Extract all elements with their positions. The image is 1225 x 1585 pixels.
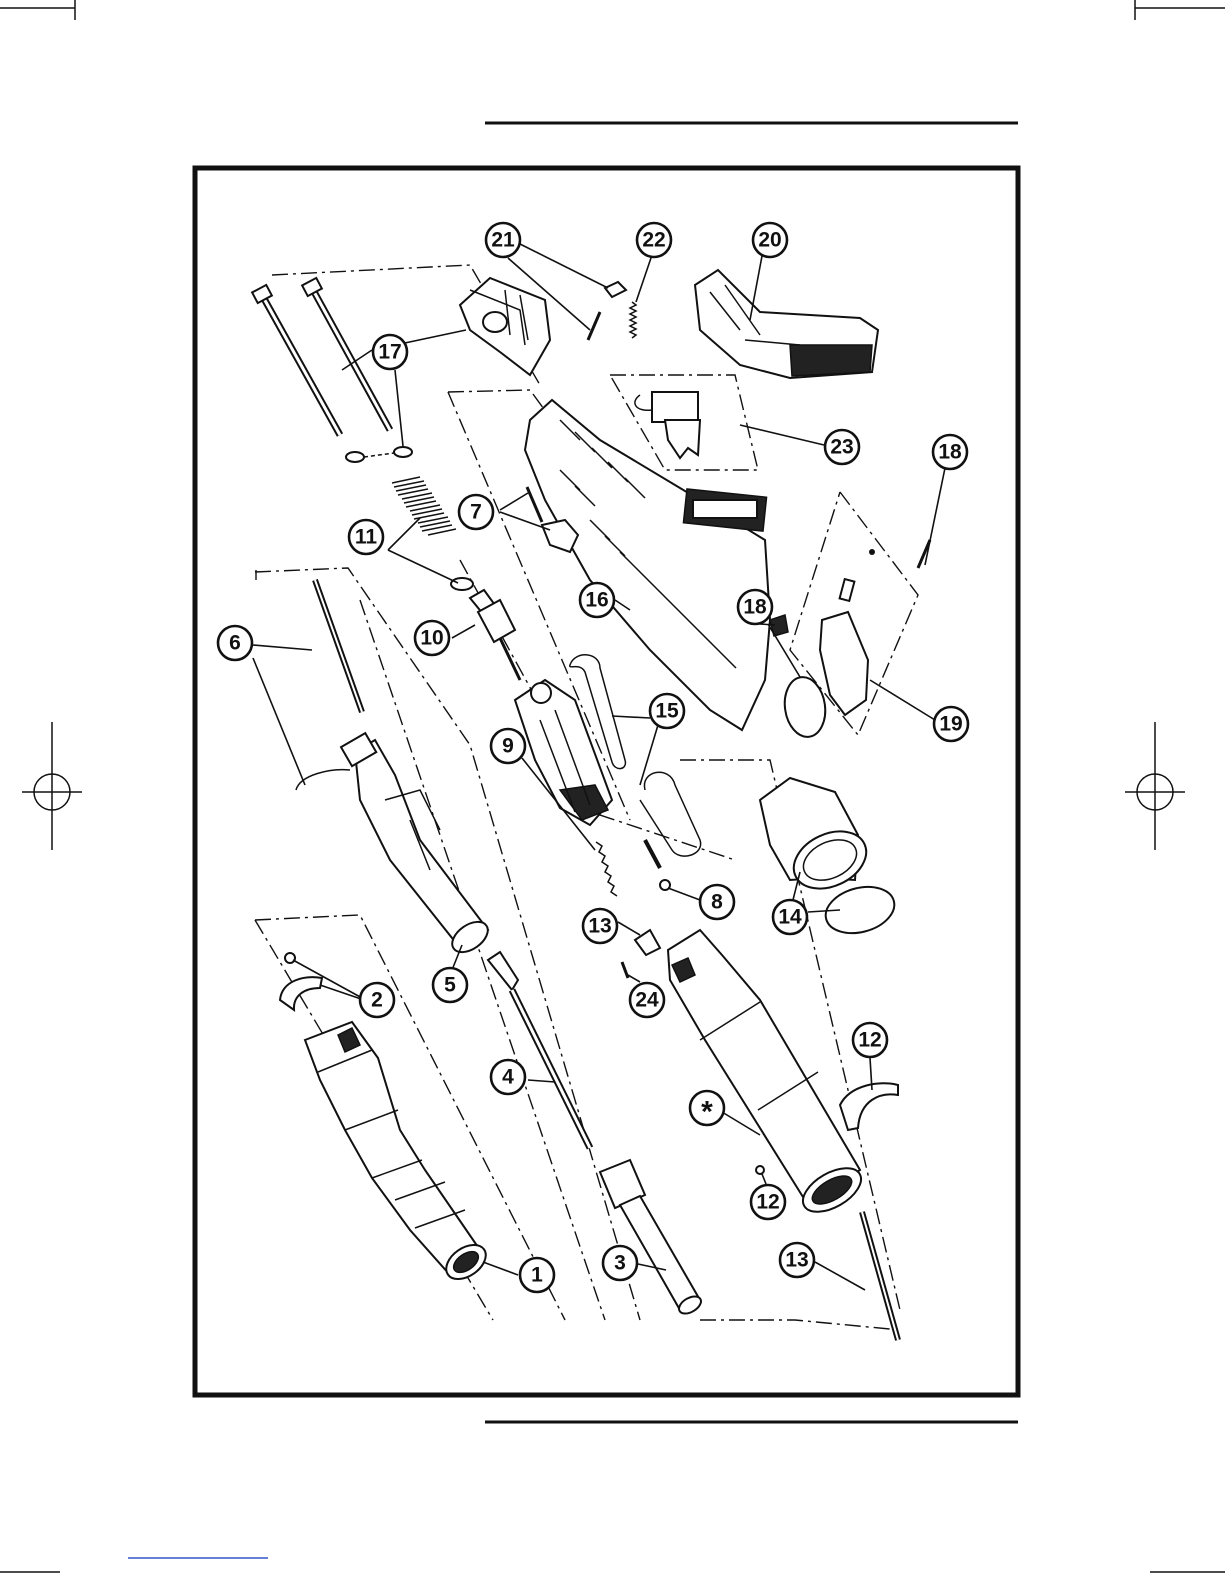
part-16-receiver bbox=[525, 400, 770, 730]
callout-14: 14 bbox=[773, 900, 807, 934]
part-9-spring bbox=[596, 842, 617, 896]
callout-2: 2 bbox=[360, 983, 394, 1017]
callout-10-label: 10 bbox=[420, 627, 443, 650]
callout-3-label: 3 bbox=[614, 1252, 626, 1275]
callout-21-label: 21 bbox=[491, 229, 515, 252]
callout-6-label: 6 bbox=[229, 632, 241, 655]
callout-11-label: 11 bbox=[355, 526, 378, 549]
callout-12-top-label: 12 bbox=[858, 1029, 881, 1052]
part-18-pin bbox=[918, 540, 930, 568]
callout-11: 11 bbox=[349, 520, 383, 554]
callout-5: 5 bbox=[433, 968, 467, 1002]
callout-18-top-label: 18 bbox=[938, 441, 962, 464]
callout-12-top: 12 bbox=[853, 1023, 887, 1057]
callout-8: 8 bbox=[700, 885, 734, 919]
callout-3: 3 bbox=[603, 1246, 637, 1280]
callout-2-label: 2 bbox=[371, 989, 383, 1012]
callout-12-bottom-label: 12 bbox=[756, 1191, 779, 1214]
part-10-firing-pin bbox=[470, 590, 520, 680]
callout-4-label: 4 bbox=[502, 1066, 514, 1089]
part-11-spring bbox=[392, 477, 456, 535]
part-1-barrel-body bbox=[305, 1022, 492, 1286]
part-9-bolt-head bbox=[515, 680, 612, 825]
callout-10: 10 bbox=[415, 621, 449, 655]
callout-6: 6 bbox=[218, 626, 252, 660]
part-21 bbox=[588, 282, 626, 340]
callout-19-label: 19 bbox=[939, 713, 962, 736]
callout-8-label: 8 bbox=[711, 891, 723, 914]
callout-23: 23 bbox=[825, 430, 859, 464]
callout-18-mid: 18 bbox=[738, 590, 772, 624]
callout-16-label: 16 bbox=[585, 589, 608, 612]
part-23-trigger bbox=[635, 392, 700, 458]
part-11-ring bbox=[451, 578, 473, 590]
registration-mark-left bbox=[22, 722, 82, 850]
part-8 bbox=[645, 840, 670, 890]
part-12-ball bbox=[756, 1166, 764, 1174]
callout-1-label: 1 bbox=[531, 1264, 543, 1287]
callout-9: 9 bbox=[491, 729, 525, 763]
callout-13-small: 13 bbox=[583, 909, 617, 943]
callout-star: * bbox=[690, 1091, 724, 1129]
callout-4: 4 bbox=[491, 1060, 525, 1094]
callout-17-label: 17 bbox=[378, 341, 401, 364]
callout-22: 22 bbox=[637, 223, 671, 257]
callout-21: 21 bbox=[486, 223, 520, 257]
part-4-rod bbox=[488, 952, 590, 1148]
part-22-spring bbox=[630, 302, 636, 338]
part-24 bbox=[622, 962, 628, 978]
callout-star-label: * bbox=[701, 1096, 713, 1129]
callout-17: 17 bbox=[373, 335, 407, 369]
callout-1: 1 bbox=[520, 1258, 554, 1292]
registration-mark-right bbox=[1125, 722, 1185, 850]
callout-19: 19 bbox=[934, 707, 968, 741]
part-2-clips bbox=[280, 953, 322, 1010]
callout-12-bottom: 12 bbox=[751, 1185, 785, 1219]
callout-23-label: 23 bbox=[830, 436, 853, 459]
callout-14-label: 14 bbox=[778, 906, 802, 929]
callout-7-label: 7 bbox=[470, 501, 482, 524]
callout-5-label: 5 bbox=[444, 974, 456, 997]
part-star-barrel bbox=[668, 930, 868, 1221]
callout-20: 20 bbox=[753, 223, 787, 257]
diagram-frame bbox=[195, 168, 1018, 1395]
part-17-housing bbox=[460, 278, 550, 375]
callout-18-mid-label: 18 bbox=[743, 596, 767, 619]
callout-9-label: 9 bbox=[502, 735, 514, 758]
callout-18-top: 18 bbox=[933, 435, 967, 469]
callout-7: 7 bbox=[459, 495, 493, 529]
callout-24: 24 bbox=[630, 983, 664, 1017]
part-18-disc bbox=[781, 675, 829, 740]
callout-15: 15 bbox=[650, 694, 684, 728]
callout-15-label: 15 bbox=[655, 700, 679, 723]
callout-13-bottom: 13 bbox=[780, 1243, 814, 1277]
callout-22-label: 22 bbox=[642, 229, 665, 252]
part-20-stock bbox=[695, 270, 878, 378]
callout-24-label: 24 bbox=[635, 989, 659, 1012]
callout-16: 16 bbox=[580, 583, 614, 617]
callout-13-bottom-label: 13 bbox=[785, 1249, 808, 1272]
callout-13-small-label: 13 bbox=[588, 915, 611, 938]
part-19-block bbox=[820, 549, 875, 715]
callout-20-label: 20 bbox=[758, 229, 781, 252]
